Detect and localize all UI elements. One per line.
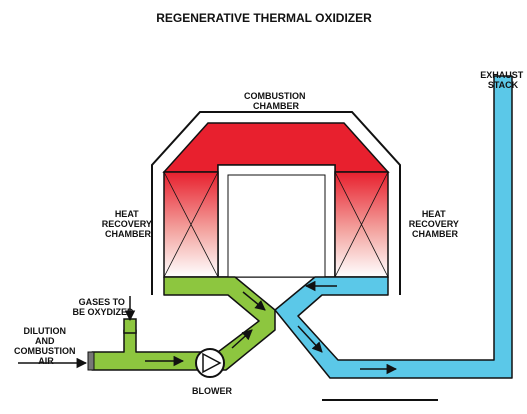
center-divider-inner (227, 174, 326, 278)
hr-left-cross-b (163, 171, 219, 278)
label-blower: BLOWER (192, 386, 232, 396)
label-exhaust-stack: EXHAUST STACK (480, 70, 526, 90)
outlet-duct (274, 75, 513, 379)
arrow-icon-green-2 (231, 329, 253, 349)
label-heat-recovery-left: HEAT RECOVERY CHAMBER (102, 209, 155, 239)
diagram-title: REGENERATIVE THERMAL OXIDIZER (156, 11, 372, 25)
hr-right-cross-b (334, 171, 389, 278)
arrow-icon-blue-2 (297, 325, 323, 353)
label-dilution-air: DILUTION AND COMBUSTION AIR (14, 326, 78, 366)
inlet-duct (91, 276, 276, 371)
label-heat-recovery-right: HEAT RECOVERY CHAMBER (409, 209, 462, 239)
gas-inlet-pipe (123, 318, 137, 334)
label-gases-to-be-oxidized: GASES TO BE OXYDIZED (72, 297, 134, 317)
blower-blade (202, 352, 222, 374)
air-intake-grille (87, 351, 95, 371)
label-combustion-chamber: COMBUSTION CHAMBER (244, 91, 308, 111)
arrow-icon-green-3 (242, 291, 266, 311)
